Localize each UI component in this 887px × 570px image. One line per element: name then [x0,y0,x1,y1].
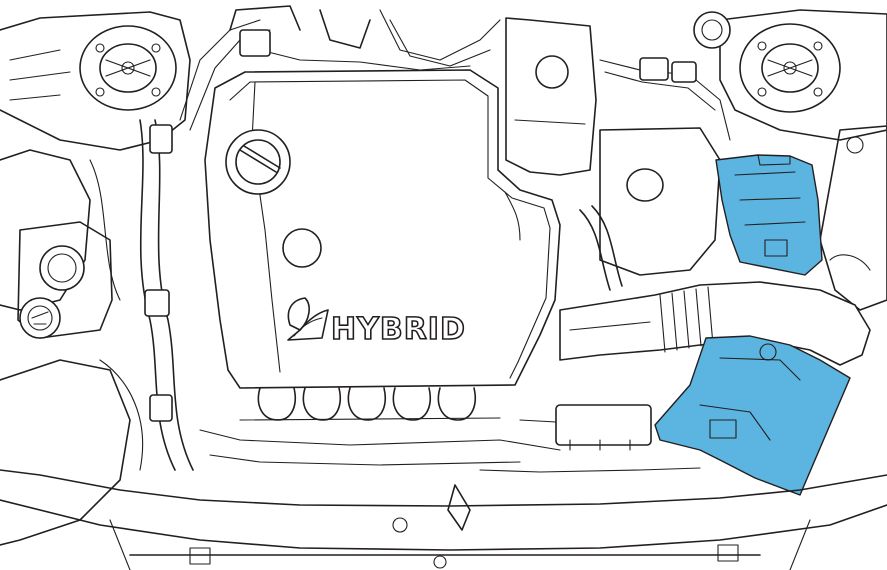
hybrid-badge: HYBRID [287,297,466,348]
engine-cover [204,69,561,389]
front-radiator-support [0,469,887,570]
hybrid-badge-text: HYBRID [331,312,466,347]
highlighted-fuse-box [715,154,823,276]
oil-filler-cap [225,129,291,195]
right-fender-components [819,125,887,311]
right-strut-tower [719,9,887,141]
fuse-box-upper [715,154,823,276]
lower-hoses [199,429,701,473]
left-hoses [89,19,271,471]
left-fender [0,11,191,546]
coolant-hose-right [579,205,623,291]
leaf-road-logo-icon [287,297,329,341]
intake-runners [239,387,501,421]
left-strut-tower [79,25,177,111]
air-filter-housing [505,17,597,176]
highlighted-battery [654,335,851,496]
brake-fluid-reservoir [19,297,61,339]
washer-fluid-cap [693,11,731,49]
top-wiring-harness [229,5,501,71]
right-wiring [599,57,731,276]
cover-bolt-hole [282,228,322,268]
bottom-right-connector [519,404,652,451]
air-intake-tube [559,281,871,366]
